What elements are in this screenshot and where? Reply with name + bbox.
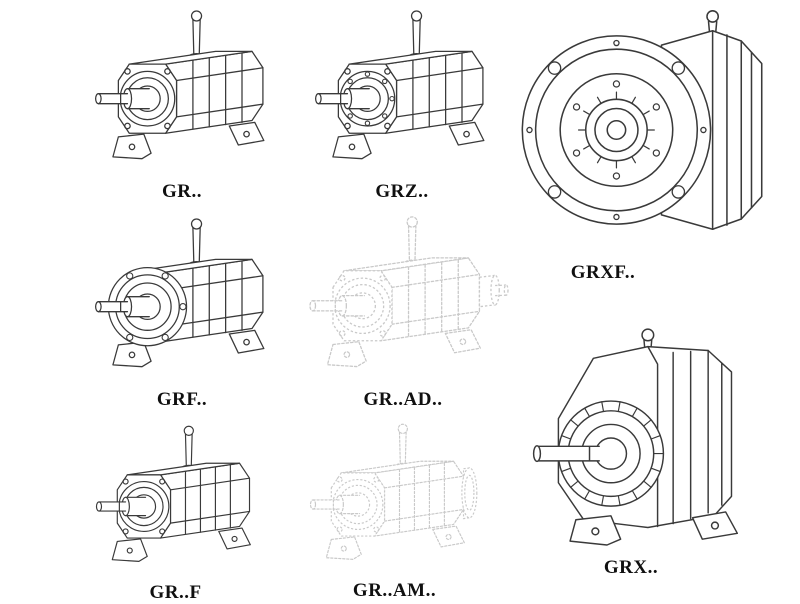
gr-gearbox-drawing [82,4,282,177]
grxf-gearbox-drawing [521,10,763,231]
grf-gearbox-drawing [82,212,282,385]
figure-gr: GR.. [82,4,282,203]
gr-ad-gearbox-drawing [296,210,510,385]
figure-label-gr: GR.. [162,181,202,202]
figure-grz: GRZ.. [302,4,502,203]
figure-grxf: GRXF.. [508,2,774,284]
figure-label-gr-am: GR..AM.. [352,580,437,601]
figure-label-grxf: GRXF.. [570,262,636,283]
figure-label-gr-ad: GR..AD.. [363,389,443,410]
figure-gr-f: GR..F [84,420,267,604]
figure-label-gr-f: GR..F [149,582,202,603]
gr-am-gearbox-drawing [298,418,491,576]
grx-gearbox-drawing [532,328,739,546]
figure-grx: GRX.. [502,290,784,579]
figure-grf: GRF.. [82,212,282,411]
figure-gr-am: GR..AM.. [298,418,491,602]
figure-label-grx: GRX.. [603,557,659,578]
gr-f-gearbox-drawing [84,420,267,578]
figure-gr-ad: GR..AD.. [296,210,510,411]
figure-label-grf: GRF.. [156,389,208,410]
figure-label-grz: GRZ.. [375,181,429,202]
grz-gearbox-drawing [302,4,502,177]
